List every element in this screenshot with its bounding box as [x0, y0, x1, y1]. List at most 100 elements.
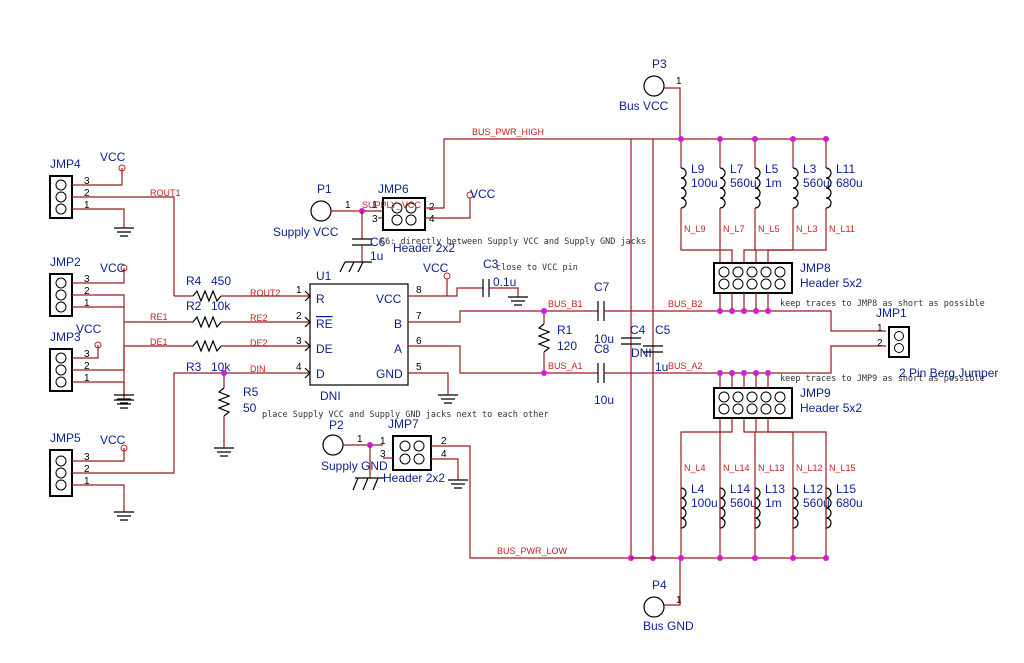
svg-text:2: 2 — [84, 286, 90, 297]
header-pin — [732, 266, 744, 278]
header-pin — [774, 266, 786, 278]
junction — [790, 136, 796, 142]
net-bus-b1: BUS_B1 — [548, 299, 583, 309]
header-pin — [718, 278, 730, 290]
inductor-ref: L3 — [803, 162, 817, 176]
resistor-r5: R5 50 — [217, 370, 259, 448]
jmp7-val: Header 2x2 — [383, 471, 445, 485]
inductor-value: 560u — [803, 496, 830, 510]
junction — [678, 136, 684, 142]
r3-ref: R3 — [186, 360, 202, 374]
inductor-net: N_L14 — [723, 463, 750, 473]
note-jacks: place Supply VCC and Supply GND jacks ne… — [262, 410, 549, 420]
svg-text:2: 2 — [84, 361, 90, 372]
u1-pin-re: RE — [316, 317, 333, 331]
vcc-jmp6: VCC — [470, 187, 496, 201]
vcc-jmp4: VCC — [100, 150, 126, 164]
c8-val: 10u — [594, 393, 614, 407]
svg-text:1: 1 — [676, 595, 682, 606]
inductor-ref: L11 — [836, 162, 855, 176]
c6-val: 1u — [370, 249, 383, 263]
u1-val: DNI — [320, 389, 341, 403]
jmp3-ref: JMP3 — [50, 330, 81, 344]
junction — [823, 555, 829, 561]
c5-val: 1u — [655, 360, 668, 374]
inductor-ref: L4 — [691, 482, 705, 496]
r4-ref: R4 — [186, 274, 202, 288]
c5-ref: C5 — [655, 323, 671, 337]
jack-p2: 1 P2 Supply GND — [321, 418, 388, 491]
svg-text:4: 4 — [296, 362, 302, 373]
svg-text:7: 7 — [416, 311, 422, 322]
inductor-ref: L15 — [836, 482, 856, 496]
note-c3: close to VCC pin — [496, 263, 578, 273]
inductor-ref: L9 — [691, 162, 705, 176]
header-pin — [746, 391, 758, 403]
net-bus-pwr-high: BUS_PWR_HIGH — [472, 127, 544, 137]
header-pin — [732, 278, 744, 290]
inductor-value: 680u — [836, 176, 863, 190]
jmp6-ref: JMP6 — [378, 182, 409, 196]
jmp7-ref: JMP7 — [388, 417, 419, 431]
u1-pin-b: B — [394, 317, 402, 331]
jmp8-ref: JMP8 — [800, 261, 831, 275]
svg-text:1: 1 — [84, 373, 90, 384]
capacitor-c5: C5 1u — [643, 323, 671, 374]
inductor-net: N_L12 — [796, 463, 823, 473]
svg-text:1: 1 — [296, 285, 302, 296]
u1-pin-gnd: GND — [376, 367, 403, 381]
inductor-net: N_L15 — [829, 463, 856, 473]
p3-ref: P3 — [652, 57, 667, 71]
c4-ref: C4 — [630, 323, 646, 337]
capacitor-c3: C3 0.1u close to VCC pin — [482, 257, 578, 306]
inductor-value: 1m — [765, 496, 782, 510]
net-supply-vcc: SUPPLY_VCC — [362, 200, 421, 210]
junction — [823, 136, 829, 142]
c7-val: 10u — [594, 332, 614, 346]
vcc-u1: VCC — [423, 261, 449, 275]
jack-p4: 1 P4 Bus GND — [643, 558, 694, 633]
net-bus-b2: BUS_B2 — [668, 299, 703, 309]
c6-ref: C6 — [370, 235, 386, 249]
header-pin — [746, 278, 758, 290]
vcc-symbols-left: VCC VCC VCC VCC — [76, 150, 128, 452]
c8-ref: C8 — [594, 342, 610, 356]
svg-text:3: 3 — [84, 349, 90, 360]
resistor-de-path — [192, 339, 310, 353]
u1-pin-r: R — [316, 292, 325, 306]
u1-pin-vcc: VCC — [376, 292, 402, 306]
u1-ref: U1 — [316, 269, 332, 283]
svg-text:1: 1 — [84, 200, 90, 211]
p4-ref: P4 — [652, 578, 667, 592]
net-de2: DE2 — [250, 338, 268, 348]
svg-text:1: 1 — [357, 434, 363, 445]
net-re2: RE2 — [250, 313, 268, 323]
svg-text:5: 5 — [416, 362, 422, 373]
svg-text:1: 1 — [345, 200, 351, 211]
junction — [717, 136, 723, 142]
net-din: DIN — [250, 364, 266, 374]
jack-p1: 1 P1 Supply VCC — [273, 182, 383, 239]
r5-val: 50 — [243, 401, 257, 415]
jmp9-ref: JMP9 — [800, 386, 831, 400]
svg-text:6: 6 — [416, 336, 422, 347]
p1-ref: P1 — [317, 182, 332, 196]
p2-ref: P2 — [329, 418, 344, 432]
junction — [678, 555, 684, 561]
junction — [752, 136, 758, 142]
vcc-jmp2: VCC — [100, 261, 126, 275]
vcc-jmp5: VCC — [100, 433, 126, 447]
p1-val: Supply VCC — [273, 225, 339, 239]
header-pin — [746, 266, 758, 278]
svg-text:2: 2 — [296, 311, 302, 322]
jumper-jmp1: 12 JMP1 2 Pin Berg Jumper — [780, 306, 998, 380]
header-pin — [774, 391, 786, 403]
